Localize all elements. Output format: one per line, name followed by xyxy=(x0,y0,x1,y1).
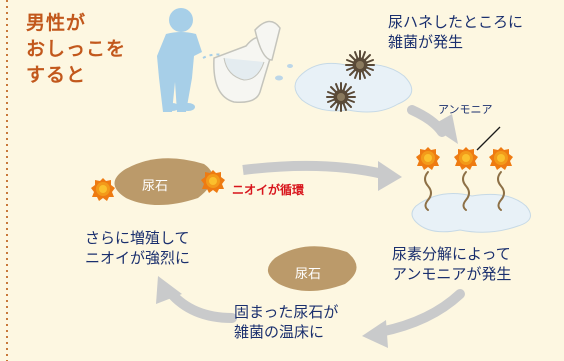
urinary-stone-icon xyxy=(114,158,213,205)
decompose-label: 尿素分解によって アンモニアが発生 xyxy=(392,244,511,284)
boy-silhouette-icon xyxy=(157,8,202,112)
ammonia-pointer xyxy=(476,126,501,151)
ammonia-puddle-icon xyxy=(411,193,531,233)
germ-icon xyxy=(91,178,115,201)
bacteria-label-line-1: 尿ハネしたところに xyxy=(388,13,524,31)
urine-stream-icon xyxy=(202,53,240,61)
urinary-stone-icon xyxy=(267,246,357,291)
multiply-label-line-1: さらに増殖して xyxy=(85,229,190,247)
ammonia-small-label: アンモニア xyxy=(438,103,493,116)
bacteria-icon xyxy=(326,82,356,112)
urine-splash-icon xyxy=(275,62,413,113)
cycle-arrowhead-icon xyxy=(431,114,458,144)
warm-bed-label: 固まった尿石が 雑菌の温床に xyxy=(234,302,338,342)
germ-icon xyxy=(489,147,513,170)
stone-top-label: 尿石 xyxy=(142,179,169,194)
title: 男性が おしっこを すると xyxy=(26,10,126,88)
germ-icon xyxy=(454,147,478,170)
warm-bed-label-line-1: 固まった尿石が xyxy=(234,303,339,321)
bacteria-icon xyxy=(345,50,375,80)
multiply-label: さらに増殖して ニオイが強烈に xyxy=(85,228,190,268)
bacteria-label-line-2: 雑菌が発生 xyxy=(388,33,464,51)
title-line-1: 男性が xyxy=(26,12,87,34)
decompose-label-line-1: 尿素分解によって xyxy=(392,245,511,263)
ammonia-vapor-icon xyxy=(424,171,505,211)
cycle-arrow-middle-icon xyxy=(242,160,385,179)
bacteria-label: 尿ハネしたところに 雑菌が発生 xyxy=(388,12,523,52)
cycle-arrowhead-left-icon xyxy=(156,276,182,304)
cycle-arrow-bottom-icon xyxy=(375,289,465,337)
cycle-label: ニオイが循環 xyxy=(232,183,305,197)
warm-bed-label-line-2: 雑菌の温床に xyxy=(234,323,325,341)
title-line-2: おしっこを xyxy=(26,38,127,60)
decompose-label-line-2: アンモニアが発生 xyxy=(392,265,512,283)
cycle-arrowhead-middle-icon xyxy=(378,161,402,191)
cycle-arrowhead-bottom-icon xyxy=(362,320,388,348)
title-line-3: すると xyxy=(26,64,87,86)
urinal-icon xyxy=(213,20,281,104)
multiply-label-line-2: ニオイが強烈に xyxy=(85,249,191,267)
germ-icon xyxy=(416,147,440,170)
cycle-arrow-left-icon xyxy=(165,287,237,323)
stone-bottom-label: 尿石 xyxy=(295,267,322,282)
